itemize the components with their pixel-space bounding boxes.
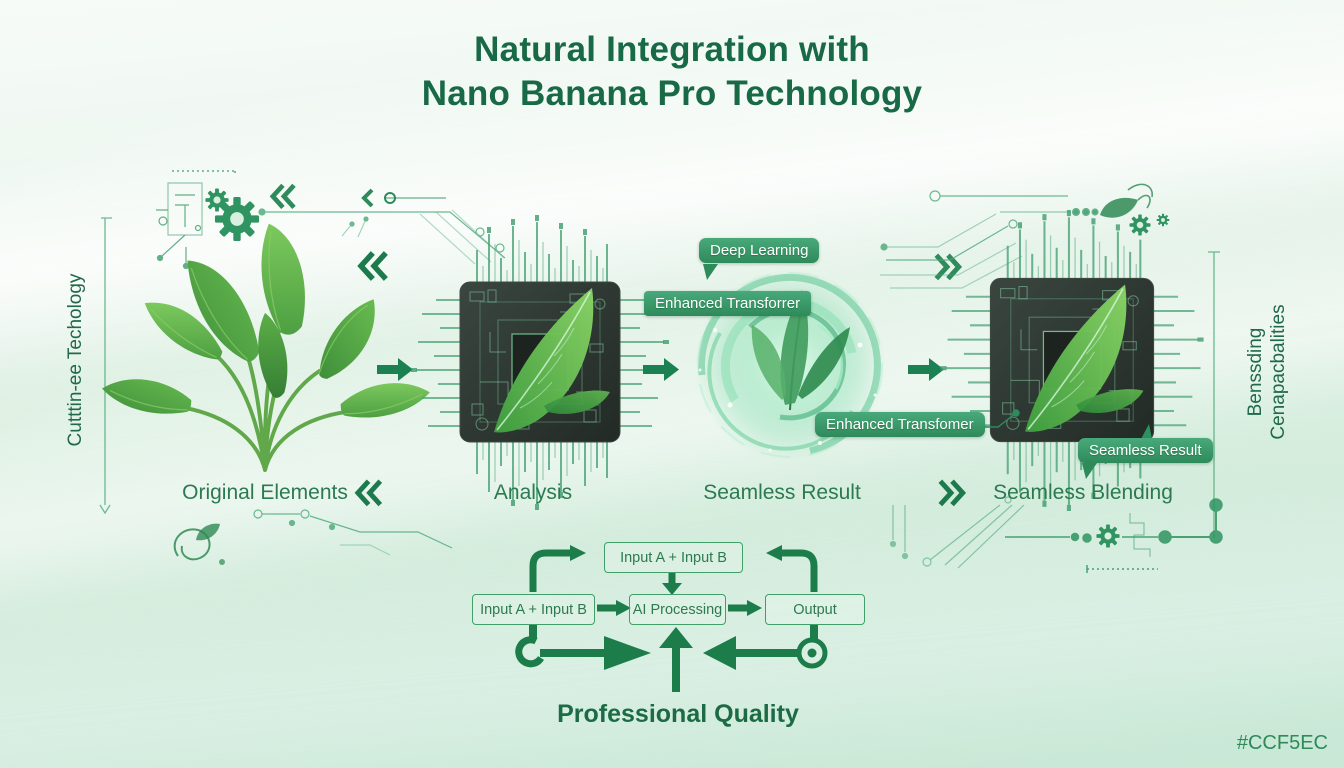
chip-analysis-illustration: [411, 215, 669, 510]
gear-icon: [1156, 213, 1170, 227]
title-line-1: Natural Integration with: [474, 30, 870, 69]
flow-box-ai-processing: AI Processing: [629, 594, 726, 625]
flow-box-input-top: Input A + Input B: [604, 542, 743, 573]
side-label-right: Benssding Cenapacbalities: [1245, 304, 1291, 439]
target-dot: [807, 648, 817, 658]
badge-deep-learning: Deep Learning: [699, 238, 820, 263]
badge-tail: [1141, 424, 1152, 439]
badge-enhanced-transformer-mid: Enhanced Transfomer: [815, 412, 985, 437]
stage-label-original-elements: Original Elements: [182, 481, 348, 504]
gear-icon: [205, 188, 229, 212]
chevron-right-icon: [942, 483, 963, 503]
arrow-head-right: [570, 545, 586, 561]
big-arrow-up: [659, 627, 693, 648]
chevron-left-icon: [273, 187, 293, 206]
badge-tail: [703, 264, 718, 280]
leaf-spiral-doodle: [173, 523, 225, 565]
arrow-head-right: [747, 600, 762, 616]
big-arrow-right: [604, 636, 651, 670]
title-line-2: Nano Banana Pro Technology: [421, 74, 923, 114]
chip-blending-illustration: [942, 212, 1201, 509]
quality-caption: Professional Quality: [557, 700, 799, 728]
stage-label-seamless-blending: Seamless Blending: [993, 481, 1173, 504]
side-label-right-line-2: Cenapacbalities: [1268, 304, 1289, 440]
leaf-doodle-top-right: [1100, 183, 1153, 218]
page-title: Natural Integration with Nano Banana Pro…: [0, 28, 1344, 116]
flow-box-input-left: Input A + Input B: [472, 594, 595, 625]
color-code-caption: #CCF5EC: [1236, 732, 1328, 754]
circuit-traces-top-right: [880, 190, 1099, 289]
stage-arrow-icon: [908, 358, 944, 381]
gear-icon: [1096, 524, 1120, 548]
arrow-head-left: [766, 545, 782, 561]
side-label-left: Cutttin-ee Techology: [65, 273, 86, 447]
flow-box-output: Output: [765, 594, 865, 625]
side-label-right-line-1: Benssding: [1245, 327, 1267, 417]
badge-tail: [1082, 463, 1097, 479]
chevron-left-icon: [361, 255, 384, 277]
chevron-ring-doodle: [361, 188, 446, 208]
chevron-left-icon: [358, 483, 379, 503]
stage-label-seamless-result: Seamless Result: [703, 481, 861, 504]
gear-icon: [1129, 214, 1151, 236]
badge-enhanced-transformer-top: Enhanced Transforrer: [644, 291, 812, 316]
circuit-traces-below-blending: [889, 496, 1025, 569]
stage-label-analysis: Analysis: [493, 481, 573, 504]
badge-seamless-result: Seamless Result: [1078, 438, 1213, 463]
stage-arrow-icon: [377, 358, 413, 381]
circuit-traces-bottom-left: [253, 509, 453, 556]
big-arrow-left: [703, 636, 736, 670]
stage-arrow-icon: [643, 358, 679, 381]
